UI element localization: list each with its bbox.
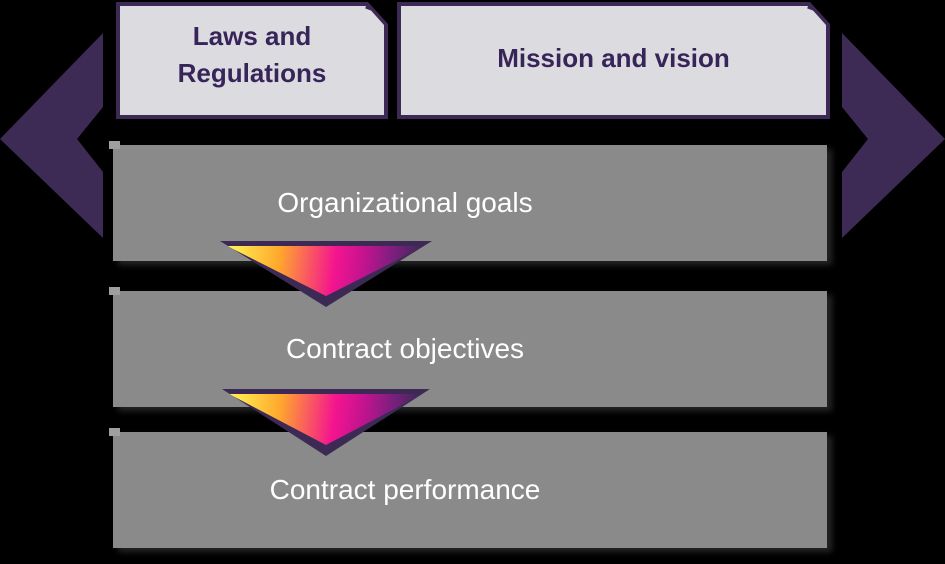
laws-regulations-label: Laws and Regulations: [177, 21, 327, 88]
left-chevron-icon: [0, 33, 103, 238]
bar-contract-performance: Contract performance: [109, 428, 827, 548]
contract-objectives-label: Contract objectives: [285, 333, 525, 364]
contract-performance-label: Contract performance: [269, 474, 541, 505]
right-chevron-icon: [842, 33, 945, 238]
mission-vision-label: Mission and vision: [497, 43, 730, 74]
input-box-laws-regulations: Laws and Regulations: [116, 2, 388, 119]
bar-organizational-goals: Organizational goals: [109, 141, 827, 261]
input-box-mission-vision: Mission and vision: [397, 2, 830, 119]
bar-contract-objectives: Contract objectives: [109, 287, 827, 407]
organizational-goals-label: Organizational goals: [277, 187, 533, 218]
